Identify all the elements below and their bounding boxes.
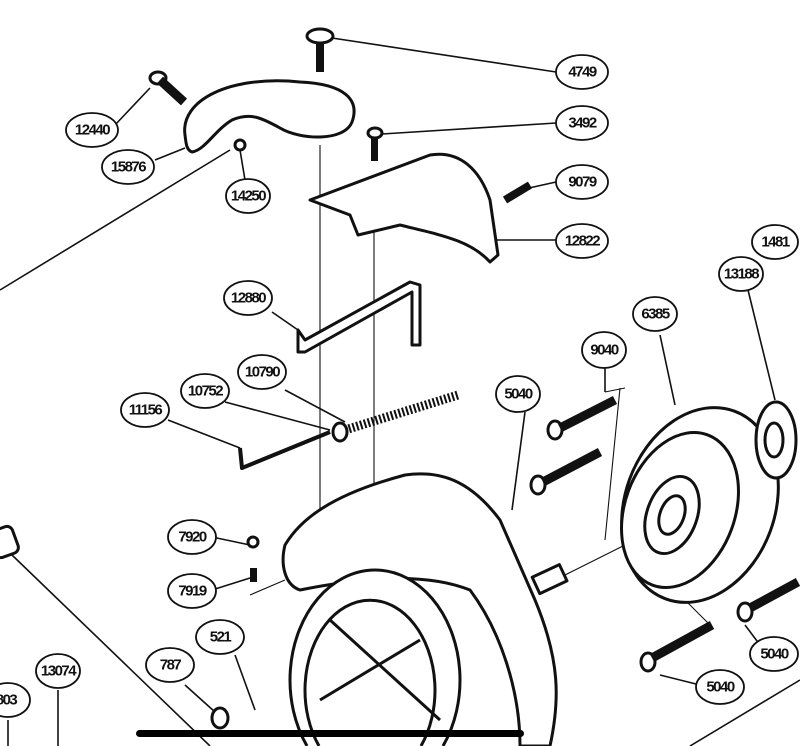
callout-9079[interactable]: 9079 (555, 164, 609, 200)
svg-text:12822: 12822 (565, 233, 600, 250)
callout-9040[interactable]: 9040 (581, 331, 627, 369)
screw-12440 (148, 70, 188, 106)
bail-wire-12880 (296, 280, 422, 354)
washer-14250 (233, 138, 247, 152)
callout-15876[interactable]: 15876 (101, 149, 155, 185)
svg-text:9079: 9079 (568, 174, 597, 191)
svg-text:15876: 15876 (111, 159, 146, 176)
callout-13074[interactable]: 13074 (35, 653, 81, 689)
screw-9079 (502, 181, 533, 204)
callout-5040-top[interactable]: 5040 (495, 375, 541, 413)
handle-arm-part (183, 79, 356, 154)
svg-text:9040: 9040 (590, 342, 619, 359)
svg-text:6385: 6385 (641, 306, 670, 323)
home-indicator-bar[interactable] (136, 730, 524, 737)
nut-787 (210, 706, 230, 730)
callout-5040-right[interactable]: 5040 (749, 636, 799, 672)
callout-12440[interactable]: 12440 (65, 112, 119, 148)
callout-5040-bottom[interactable]: 5040 (695, 669, 745, 705)
callout-14250[interactable]: 14250 (225, 178, 271, 214)
svg-text:12440: 12440 (75, 122, 110, 139)
svg-text:10790: 10790 (245, 364, 280, 381)
callout-12822[interactable]: 12822 (555, 223, 609, 259)
svg-text:7920: 7920 (178, 529, 207, 546)
svg-text:5040: 5040 (760, 646, 789, 663)
svg-text:803: 803 (0, 692, 17, 709)
spring-10790 (331, 390, 460, 443)
callout-1481[interactable]: 1481 (751, 224, 799, 260)
svg-text:5040: 5040 (504, 386, 533, 403)
svg-text:521: 521 (210, 629, 232, 646)
svg-text:1481: 1481 (761, 234, 790, 251)
svg-text:7919: 7919 (178, 583, 207, 600)
callout-4749[interactable]: 4749 (555, 54, 609, 90)
part-left-edge (0, 524, 20, 560)
callout-521[interactable]: 521 (195, 619, 245, 655)
svg-text:10752: 10752 (188, 383, 223, 400)
pin-11156 (238, 430, 331, 470)
callout-10790[interactable]: 10790 (237, 354, 287, 390)
callout-12880[interactable]: 12880 (223, 280, 273, 316)
screws-9040-5040 (529, 395, 800, 673)
callout-13188[interactable]: 13188 (718, 256, 764, 292)
callout-7919[interactable]: 7919 (167, 573, 217, 609)
rotor-cover-6385 (620, 406, 780, 604)
callout-3492[interactable]: 3492 (555, 105, 609, 141)
svg-text:12880: 12880 (231, 290, 266, 307)
bearing-13188 (754, 400, 798, 480)
pin-7920-7919 (246, 535, 260, 582)
bail-bracket-12822 (308, 152, 500, 264)
callout-803[interactable]: 803 (0, 682, 31, 718)
body-frame (281, 472, 569, 746)
screw-3492 (366, 126, 384, 161)
svg-text:14250: 14250 (231, 188, 266, 205)
svg-text:3492: 3492 (568, 115, 597, 132)
svg-text:787: 787 (160, 657, 182, 674)
callout-10752[interactable]: 10752 (180, 373, 230, 409)
callout-6385[interactable]: 6385 (632, 296, 678, 332)
svg-text:11156: 11156 (129, 402, 163, 419)
svg-text:13188: 13188 (724, 266, 759, 283)
callout-7920[interactable]: 7920 (167, 519, 217, 555)
svg-text:13074: 13074 (41, 663, 77, 680)
callout-787[interactable]: 787 (145, 647, 195, 683)
screw-4749 (305, 27, 335, 72)
callout-11156[interactable]: 11156 (120, 392, 170, 428)
svg-text:5040: 5040 (706, 679, 735, 696)
svg-text:4749: 4749 (568, 64, 597, 81)
